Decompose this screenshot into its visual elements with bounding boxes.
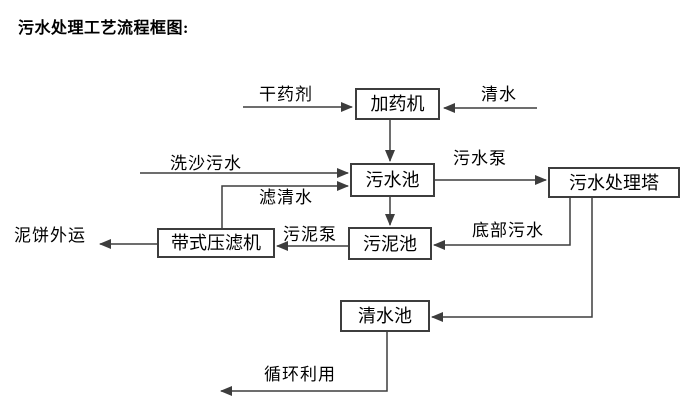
- edge-label-clean-water: 清水: [481, 85, 517, 104]
- edge-label-bottom-sewage: 底部污水: [472, 221, 544, 240]
- edge-tower-to-clean-water-pool: [431, 198, 593, 322]
- node-sewage-pool: 污水池: [350, 163, 435, 197]
- node-sludge-pool: 污泥池: [348, 227, 432, 260]
- edge-label-recycling: 循环利用: [264, 365, 336, 384]
- edge-bottom-sewage-tower-to-sludge-pool: [433, 198, 571, 250]
- node-dosing-machine: 加药机: [355, 88, 440, 120]
- node-clean-water-pool: 清水池: [340, 300, 430, 332]
- edge-label-filtered-water: 滤清水: [259, 188, 313, 207]
- edge-label-sludge-pump: 污泥泵: [283, 225, 337, 244]
- page-title: 污水处理工艺流程框图:: [18, 20, 189, 37]
- edge-filtered-water-press-to-sewage-pool: [221, 181, 349, 228]
- edge-label-sewage-pump: 污水泵: [453, 149, 507, 168]
- edge-label-sand-washing-sewage: 洗沙污水: [170, 154, 242, 173]
- edge-label-mud-cake-out: 泥饼外运: [14, 226, 86, 245]
- node-treatment-tower: 污水处理塔: [548, 167, 680, 198]
- edge-label-dry-agent: 干药剂: [259, 85, 313, 104]
- node-belt-filter-press: 带式压滤机: [157, 228, 275, 258]
- edge-clean-water-pool-to-recycling: [220, 332, 388, 396]
